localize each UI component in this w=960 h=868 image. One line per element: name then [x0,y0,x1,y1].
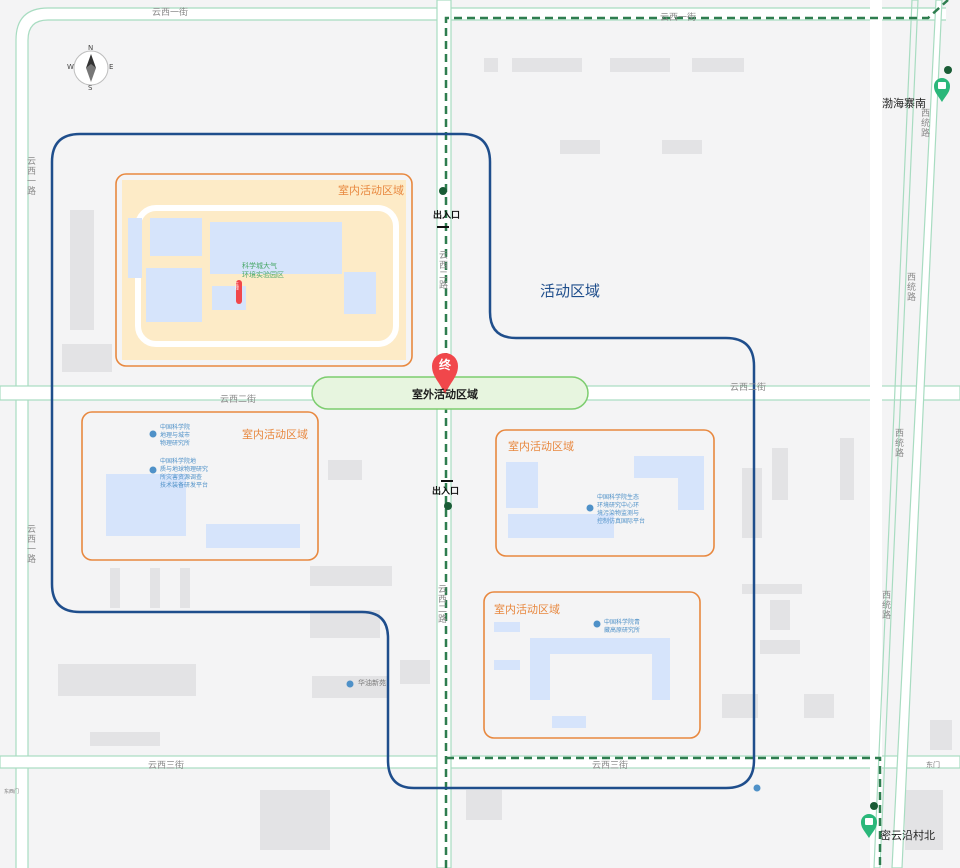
indoor-zone-outlines [81,173,715,739]
road-label: 云西二街 [220,395,257,405]
main-building-marker [236,280,242,304]
poi-label: 中国科学院地 质与地球物理研究 所灾害资源调查 技术装备研发平台 [160,458,209,489]
park-name-label: 科学城大气 环境实验园区 [242,262,284,279]
bus-station-label[interactable]: 密云沿村北 [880,829,935,842]
compass-e: E [109,63,114,71]
poi-label: 中国科学院青 藏高原研究所 [604,619,641,634]
indoor-zone-title: 室内活动区域 [242,428,308,441]
road-label: 西统路 [919,108,929,138]
outdoor-area-label: 室外活动区域 [412,388,478,401]
compass-icon [73,50,109,86]
compass-w: W [67,63,74,71]
bus-route-north [444,0,949,868]
activity-area-label: 活动区域 [540,282,601,300]
poi-label: 中国科学院生态 环境研究中心环 境污染物监测与 控制仿真国际平台 [597,494,646,525]
indoor-zone-title: 室内活动区域 [338,184,404,197]
grey-buildings [58,58,952,850]
compass-n: N [88,44,94,52]
road-label: 云西一路 [25,524,35,564]
main-building-label: 主楼 [235,282,240,290]
location-pin-icon [149,430,761,792]
bus-stop-icon [861,66,952,838]
bus-station-label[interactable]: 渤海寨南 [882,97,926,110]
campus-nw [122,180,406,360]
road-label: 云西二街 [730,383,767,393]
end-marker-label: 终 [439,358,452,372]
road-label: 云西三街 [148,761,185,771]
road-label: 云西二路 [436,584,446,624]
poi-label: 东门 [926,761,940,769]
compass-s: S [88,84,93,92]
activity-area-boundary [50,132,756,790]
road-label: 云西一路 [25,156,35,196]
indoor-zone-title: 室内活动区域 [494,603,560,616]
road-label: 云西三街 [592,761,629,771]
poi-label: 中国科学院 地理与城市 物理研究所 [160,424,191,447]
road-label: 云西一街 [660,13,697,23]
road-label: 云西二路 [437,250,447,290]
bus-route-south [446,756,882,868]
gate-dot-icon [437,187,453,510]
entrance-label: 出入口 [432,487,460,497]
poi-label: 华油新苑 [358,679,386,687]
end-marker-icon [432,353,458,394]
entrance-label: 出入口 [433,211,461,221]
road-label: 西统路 [893,428,903,458]
poi-label: 东西门 [4,789,20,795]
road-label: 西统路 [880,590,890,620]
road-label: 云西一街 [152,8,189,18]
indoor-zone-title: 室内活动区域 [508,440,574,453]
road-label: 西统路 [905,272,915,302]
